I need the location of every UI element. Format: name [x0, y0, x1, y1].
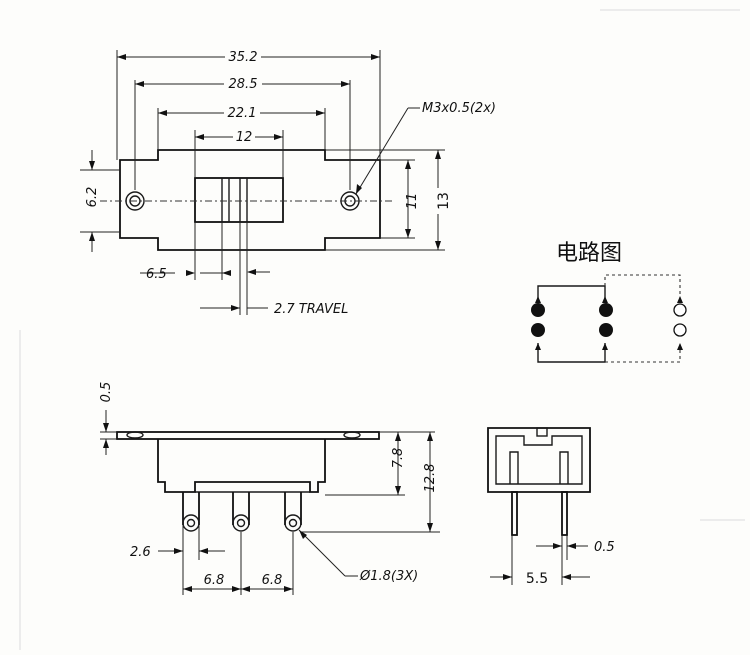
end-pin-right: [561, 491, 568, 536]
dim-pin-pitch-2: 6.8: [262, 573, 283, 588]
dim-overall-width: 35.2: [229, 50, 258, 65]
dim-travel: 2.7 TRAVEL: [274, 302, 348, 317]
slider-knob: [194, 177, 284, 223]
pin-middle: [232, 492, 250, 532]
contact-dot: [599, 323, 613, 337]
pin-right: [284, 492, 302, 532]
dim-total-height: 12.8: [423, 464, 438, 493]
contact-dot: [531, 303, 545, 317]
dim-height-overall: 13: [436, 192, 452, 210]
side-body: [157, 439, 326, 493]
top-view: 35.2 28.5 22.1 12 M3x0.5(2x) 11: [80, 47, 496, 317]
background-artifacts: [19, 9, 745, 650]
dim-body-height: 7.8: [391, 448, 406, 469]
side-view: 0.5 7.8 12.8 2.6 6.8 6.8: [99, 382, 440, 595]
dim-pin-thickness: 0.5: [594, 540, 615, 555]
dim-flange-thickness: 0.5: [99, 382, 114, 403]
dim-height-inner: 11: [405, 193, 420, 210]
end-pin-left: [511, 491, 518, 536]
dim-inner-width: 22.1: [228, 106, 257, 121]
dim-pin-spacing: 5.5: [526, 571, 548, 587]
circuit-title: 电路图: [556, 241, 622, 266]
dim-slider-width: 12: [236, 130, 253, 145]
contact-dot: [599, 303, 613, 317]
contact-dot: [531, 323, 545, 337]
dim-pin-hole-width: 2.6: [130, 545, 151, 560]
dim-offset: 6.5: [146, 267, 167, 282]
contact-open: [673, 323, 687, 337]
pin-hole-callout: Ø1.8(3X): [359, 569, 418, 584]
pin-left: [182, 492, 200, 532]
end-body: [487, 427, 591, 493]
side-flange: [116, 431, 380, 440]
hole-callout: M3x0.5(2x): [422, 101, 496, 116]
end-view: 0.5 5.5: [487, 427, 615, 587]
dim-flange-height: 6.2: [85, 187, 100, 208]
dim-pin-pitch-1: 6.8: [204, 573, 225, 588]
dim-hole-pitch: 28.5: [229, 77, 258, 92]
circuit-diagram: 电路图: [531, 241, 687, 363]
contact-open: [673, 303, 687, 317]
